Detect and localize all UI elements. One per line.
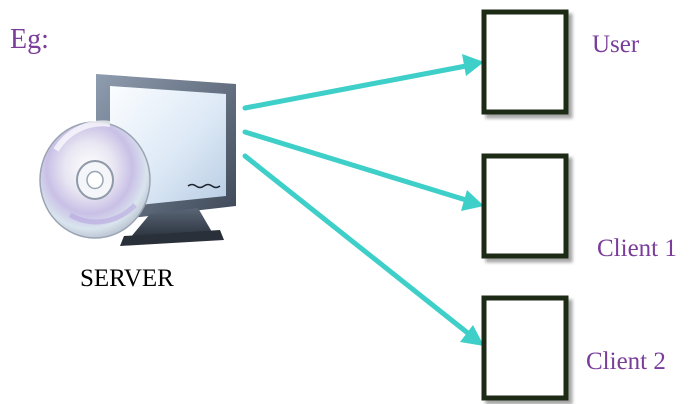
example-label: Eg: <box>10 24 49 55</box>
client-2-label: Client 2 <box>586 348 666 375</box>
server-computer-icon <box>39 74 236 246</box>
arrow-to-user <box>242 54 484 111</box>
client-1-label: Client 1 <box>597 235 677 262</box>
arrow-to-client-2 <box>242 153 484 346</box>
user-label: User <box>592 31 640 58</box>
user-box <box>481 9 569 115</box>
client-1-box <box>481 153 569 259</box>
client-2-box <box>481 295 569 401</box>
arrow-to-client-1 <box>242 129 484 211</box>
server-label: SERVER <box>80 265 174 292</box>
